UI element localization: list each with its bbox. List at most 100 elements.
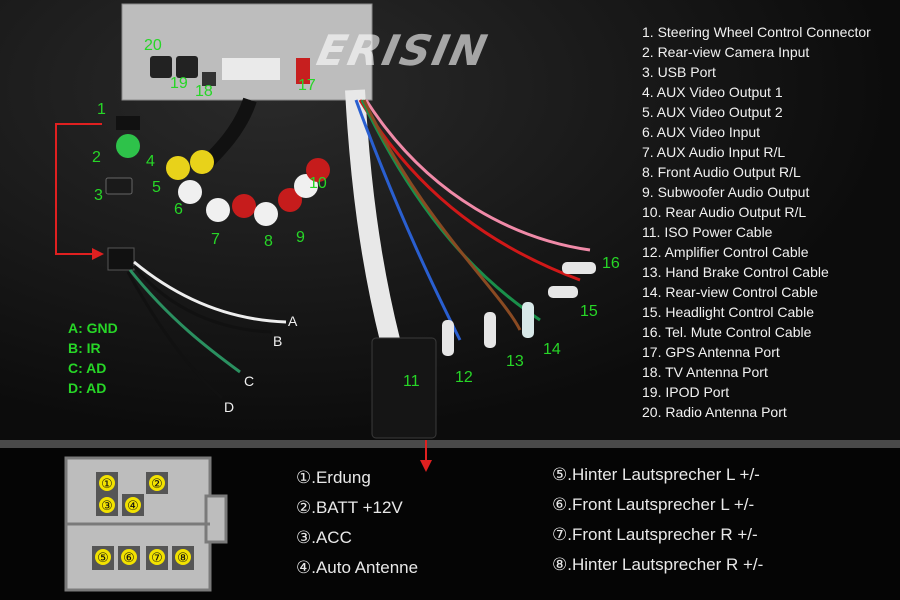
pin-badge-4: ④	[127, 499, 139, 514]
cable-power-bundle	[345, 89, 400, 343]
callout-16: 16	[602, 255, 620, 272]
legend-item: 17. GPS Antenna Port	[642, 344, 780, 360]
legend-item: 3. USB Port	[642, 64, 716, 80]
rca-white	[178, 180, 202, 204]
legend-item: 9. Subwoofer Audio Output	[642, 184, 810, 200]
pin-badge	[149, 475, 165, 491]
pin-badge	[99, 475, 115, 491]
iso-pin-list-right: ⑤.Hinter Lautsprecher L +/- ⑥.Front Laut…	[552, 460, 763, 580]
pin-key-item: B: IR	[68, 340, 101, 356]
legend-item: 7. AUX Audio Input R/L	[642, 144, 786, 160]
pin-badge	[149, 549, 165, 565]
callout-3: 3	[94, 187, 103, 204]
iso-pin-item: ①.Erdung	[296, 468, 371, 487]
head-unit-chassis	[121, 3, 373, 101]
iso-pin-list-left: ①.Erdung ②.BATT +12V ③.ACC ④.Auto Antenn…	[296, 463, 418, 583]
pin-badge-1: ①	[101, 477, 113, 492]
callout-13: 13	[506, 353, 524, 370]
pin-badge-2: ②	[151, 477, 163, 492]
arrow-steering-to-sub	[55, 123, 102, 255]
steering-pin-key: A: GND B: IR C: AD D: AD	[68, 318, 118, 398]
pin-badge-3: ③	[101, 499, 113, 514]
pin-key-item: A: GND	[68, 320, 118, 336]
wire-d	[126, 271, 223, 400]
wire-a	[133, 260, 287, 324]
pinout-latch	[204, 494, 228, 544]
iso-pin-item: ④.Auto Antenne	[296, 558, 419, 577]
component-legend: 1. Steering Wheel Control Connector 2. R…	[642, 22, 871, 422]
legend-item: 8. Front Audio Output R/L	[642, 164, 801, 180]
callout-20: 20	[144, 37, 162, 54]
callout-5: 5	[152, 179, 161, 196]
legend-item: 10. Rear Audio Output R/L	[642, 204, 807, 220]
iso-pin-item: ③.ACC	[296, 528, 352, 547]
legend-item: 18. TV Antenna Port	[642, 364, 768, 380]
rca-white	[254, 202, 278, 226]
callout-6: 6	[174, 201, 183, 218]
legend-item: 11. ISO Power Cable	[642, 224, 773, 240]
callout-1: 1	[97, 101, 106, 118]
pin-key-item: D: AD	[68, 380, 107, 396]
iso-connector	[371, 337, 437, 439]
rca-red	[278, 188, 302, 212]
legend-item: 19. IPOD Port	[642, 384, 730, 400]
legend-item: 14. Rear-view Control Cable	[642, 284, 818, 300]
legend-item: 2. Rear-view Camera Input	[642, 44, 810, 60]
legend-item: 4. AUX Video Output 1	[642, 84, 783, 100]
wire-b	[132, 265, 273, 334]
rca-yellow	[166, 156, 190, 180]
callout-2: 2	[92, 149, 101, 166]
iso-pin-item: ②.BATT +12V	[296, 498, 403, 517]
pin-badge	[121, 549, 137, 565]
wire-tip-16	[562, 262, 596, 274]
legend-item: 5. AUX Video Output 2	[642, 104, 783, 120]
gps-port-17	[296, 58, 310, 84]
rca-yellow	[190, 150, 214, 174]
steering-connector	[116, 116, 140, 130]
pin-badge	[95, 549, 111, 565]
wire-brown	[362, 99, 522, 331]
pin-badge	[99, 497, 115, 513]
wire-tip-13	[484, 312, 496, 348]
legend-item: 12. Amplifier Control Cable	[642, 244, 809, 260]
iso-pin-item: ⑥.Front Lautsprecher L +/-	[552, 495, 755, 514]
callout-9: 9	[296, 229, 305, 246]
chassis-port-18	[202, 72, 216, 86]
legend-item: 1. Steering Wheel Control Connector	[642, 24, 871, 40]
steering-sub-connector	[107, 247, 135, 271]
usb-connector	[105, 177, 133, 195]
camera-connector-green	[116, 134, 140, 158]
wire-red	[358, 99, 581, 282]
legend-item: 6. AUX Video Input	[642, 124, 761, 140]
callout-8: 8	[264, 233, 273, 250]
callout-15: 15	[580, 303, 598, 320]
wire-pink	[364, 99, 591, 252]
arrow-head-pinout	[420, 460, 432, 472]
pin-badge	[175, 549, 191, 565]
pin-badge-6: ⑥	[123, 551, 135, 566]
pin-key-item: C: AD	[68, 360, 107, 376]
callout-12: 12	[455, 369, 473, 386]
iso-pin-item: ⑤.Hinter Lautsprecher L +/-	[552, 465, 760, 484]
pin-badge-5: ⑤	[97, 551, 109, 566]
rca-red	[306, 158, 330, 182]
callout-19: 19	[170, 75, 188, 92]
pin-badge	[125, 497, 141, 513]
pin-badge-7: ⑦	[151, 551, 163, 566]
pin-badge-8: ⑧	[177, 551, 189, 566]
chassis-plug-white	[222, 58, 280, 80]
wire-tip-14	[522, 302, 534, 338]
iso-pin-item: ⑧.Hinter Lautsprecher R +/-	[552, 555, 764, 574]
callout-7: 7	[211, 231, 220, 248]
callout-14: 14	[543, 341, 561, 358]
callout-10: 10	[309, 175, 327, 192]
callout-11: 11	[403, 373, 420, 390]
callout-18: 18	[195, 83, 213, 100]
legend-item: 16. Tel. Mute Control Cable	[642, 324, 812, 340]
rca-white	[206, 198, 230, 222]
wire-label-c: C	[244, 373, 255, 389]
chassis-port-19	[176, 56, 198, 78]
